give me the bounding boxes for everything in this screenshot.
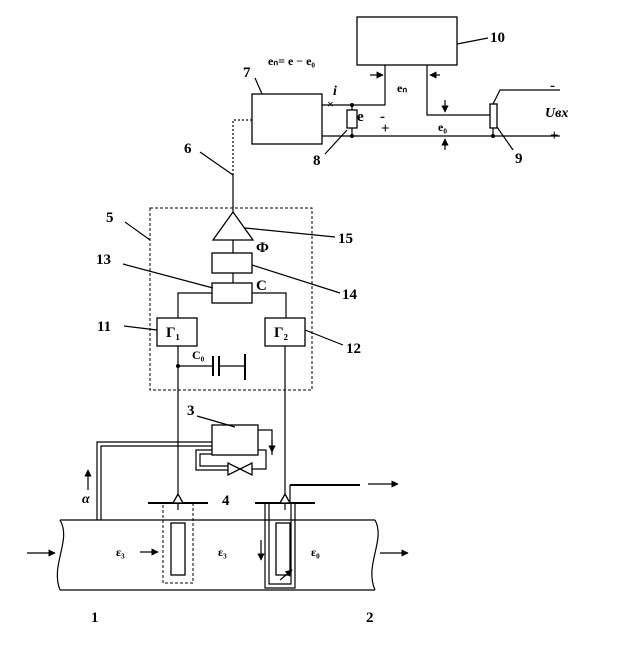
label-6: 6 <box>184 141 192 157</box>
sensor-left <box>170 522 186 576</box>
plus-right: + <box>550 128 559 144</box>
label-12: 12 <box>346 341 361 357</box>
leader-9 <box>496 126 514 151</box>
pipe-left-inner <box>100 445 212 520</box>
leader-8 <box>324 129 348 155</box>
wire-7-10 <box>322 65 386 106</box>
pipe-left-end <box>56 519 65 591</box>
resistor-8 <box>346 109 358 129</box>
sensor-right-housing <box>264 503 296 589</box>
eps3-left-label: ε₃ <box>116 545 125 559</box>
uout-label: Uвх <box>545 106 568 121</box>
g2-label: Г₂ <box>274 325 289 341</box>
block-7 <box>251 93 323 145</box>
label-1: 1 <box>91 610 99 626</box>
block-14 <box>211 252 253 274</box>
leader-10 <box>456 37 489 45</box>
valve-left <box>227 461 242 477</box>
c-block-label: С <box>256 278 267 294</box>
wire-7-dotted <box>232 119 252 175</box>
block-13 <box>211 282 253 304</box>
block-5-frame <box>149 207 313 391</box>
potentiometer-9 <box>489 103 498 129</box>
alpha-label: α <box>82 492 90 507</box>
node-8-bottom <box>350 134 354 138</box>
leader-3 <box>196 415 236 428</box>
wire-3-right <box>258 429 273 455</box>
label-2: 2 <box>366 610 374 626</box>
leader-15 <box>244 227 336 238</box>
sensor-right <box>275 522 291 576</box>
node-9 <box>491 134 495 138</box>
sensor-right-tip <box>278 492 292 504</box>
sensor-right-housing-inner <box>268 503 292 585</box>
e-label: e <box>357 109 364 125</box>
pipe-right-end <box>371 519 379 591</box>
wire-13-11 <box>177 292 212 318</box>
pipe-to-valve-inner <box>199 453 228 467</box>
cross-mark: × <box>327 97 334 111</box>
wire-10-9 <box>426 65 493 116</box>
minus-mid: - <box>380 109 385 125</box>
formula-label: eₙ= e − e₀ <box>268 54 315 68</box>
block-3 <box>211 424 259 456</box>
label-14: 14 <box>342 287 358 303</box>
leader-6 <box>199 151 234 176</box>
arrow-right-diag <box>279 569 293 581</box>
plus-mid: + <box>381 121 390 137</box>
label-7: 7 <box>243 65 251 81</box>
wire-9-top <box>492 89 560 105</box>
leader-12 <box>304 329 344 346</box>
node-cap <box>176 364 180 368</box>
leader-5 <box>124 221 151 241</box>
label-4: 4 <box>222 493 230 509</box>
pipe-left-outer <box>96 441 212 520</box>
current-label: i <box>333 84 337 99</box>
en-label: eₙ <box>397 81 407 95</box>
minus-top-right: - <box>550 78 555 94</box>
wire-13-12 <box>252 292 287 318</box>
amplifier-15 <box>211 210 255 241</box>
eps0-label: ε₀ <box>311 545 320 559</box>
leader-13 <box>122 263 214 289</box>
label-11: 11 <box>97 319 111 335</box>
g1-label: Г₁ <box>166 325 180 341</box>
label-3: 3 <box>187 403 195 419</box>
valve-right <box>238 461 253 477</box>
block-10 <box>356 16 458 66</box>
leader-14 <box>251 264 341 294</box>
node-8-top <box>350 103 354 107</box>
label-10: 10 <box>490 30 505 46</box>
c0-label: C₀ <box>192 348 205 362</box>
leader-11 <box>123 325 158 331</box>
label-5: 5 <box>106 210 114 226</box>
eps3-mid-label: ε₃ <box>218 545 227 559</box>
block-11 <box>156 317 198 347</box>
label-13: 13 <box>96 252 111 268</box>
label-9: 9 <box>515 151 523 167</box>
e0-label: e₀ <box>438 120 447 134</box>
pipe-to-valve <box>195 449 228 471</box>
sensor-left-housing <box>162 502 194 584</box>
pipe-valve-out <box>252 449 267 470</box>
leader-7 <box>254 77 263 95</box>
sensor-left-tip <box>171 492 185 504</box>
label-15: 15 <box>338 231 353 247</box>
phi-label: Ф <box>256 240 269 256</box>
label-8: 8 <box>313 153 321 169</box>
